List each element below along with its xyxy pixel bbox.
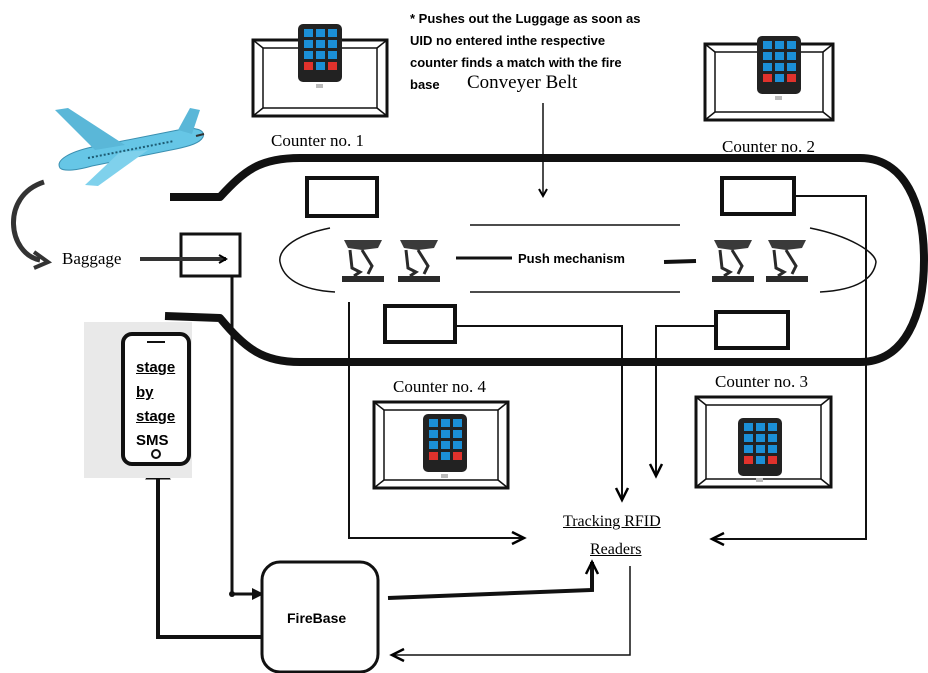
keypad-icon <box>738 418 782 482</box>
phone-line-by: by <box>136 384 154 401</box>
belt-slot-counter-1 <box>305 176 379 218</box>
conveyor-belt-outer <box>164 154 928 366</box>
keypad-icon <box>423 414 467 478</box>
phone-line-sms: SMS <box>136 432 169 449</box>
baggage-label: Baggage <box>62 249 122 268</box>
conveyor-belt-inner <box>279 227 877 293</box>
note-line-1: * Pushes out the Luggage as soon as <box>410 11 641 26</box>
firebase-to-rfid <box>387 559 600 600</box>
keypad-icon <box>757 36 801 100</box>
phone-line-stage-2: stage <box>136 408 176 425</box>
phone-line-stage: stage <box>136 359 176 376</box>
baggage-entry-box <box>179 232 242 278</box>
note-line-3: counter finds a match with the fire <box>410 55 622 70</box>
airplane-icon <box>55 108 205 186</box>
counter-3-label: Counter no. 3 <box>715 372 809 391</box>
slot3-to-rfid <box>648 325 716 479</box>
conveyer-belt-label: Conveyer Belt <box>467 72 578 93</box>
counter-2-label: Counter no. 2 <box>722 137 816 156</box>
phone-icon <box>121 332 191 466</box>
belt-left-to-rfid <box>348 302 527 546</box>
pusher-icon <box>710 238 756 284</box>
pusher-icon <box>396 238 442 284</box>
tracking-rfid-label-line2: Readers <box>590 541 642 558</box>
belt-slot-counter-3 <box>714 310 790 350</box>
push-mechanism-label: Push mechanism <box>518 251 625 266</box>
baggage-to-firebase <box>230 276 262 596</box>
belt-slot-counter-2 <box>720 176 796 216</box>
pusher-icon <box>340 238 386 284</box>
firebase-label: FireBase <box>287 610 347 626</box>
slot2-to-rfid <box>709 195 867 547</box>
counter-4-label: Counter no. 4 <box>393 377 487 396</box>
note-line-4: base <box>410 77 440 92</box>
keypad-icon <box>298 24 342 88</box>
firebase-box <box>260 560 380 673</box>
slot4-to-rfid <box>455 325 630 503</box>
counter-1-label: Counter no. 1 <box>271 131 365 150</box>
belt-slot-counter-4 <box>383 304 457 344</box>
plane-to-baggage-arrow <box>11 179 45 263</box>
note-line-2: UID no entered inthe respective <box>410 33 606 48</box>
tracking-rfid-label-line1: Tracking RFID <box>563 513 661 530</box>
firebase-to-phone <box>156 474 262 639</box>
pusher-icon <box>764 238 810 284</box>
rfid-to-firebase <box>389 566 631 663</box>
